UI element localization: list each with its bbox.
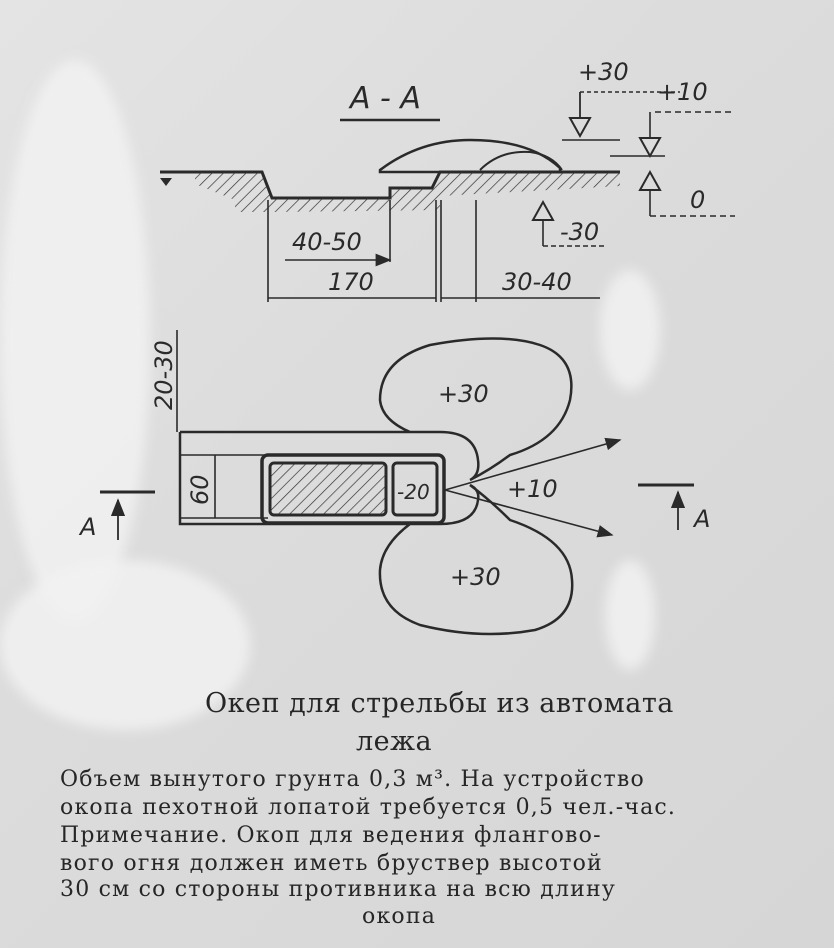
dim-30-40-label: 30-40 <box>502 268 572 296</box>
caption-note-line: Примечание. Окоп для ведения флангово- <box>60 823 602 848</box>
section-view: А - А 40-50 170 <box>160 58 735 302</box>
elev-plus10-triangle <box>638 137 662 159</box>
elev-minus30-label: -30 <box>560 218 599 246</box>
firing-sector-line <box>444 437 622 491</box>
trench-hatched-floor <box>268 461 388 517</box>
firing-sector-line <box>444 489 614 538</box>
elev-zero-label: 0 <box>690 186 705 214</box>
soil-hatch-left <box>195 172 272 212</box>
soil-hatch-bottom <box>272 172 440 212</box>
soil-hatch-right <box>440 172 620 196</box>
caption-title-line2: лежа <box>356 726 433 757</box>
pit-depth-label: -20 <box>397 480 430 504</box>
elev-plus30-label: +30 <box>578 58 629 86</box>
cut-label-right: А <box>692 505 710 533</box>
caption-note-line: вого огня должен иметь бруствер высотой <box>60 851 603 876</box>
caption-body-line: Объем вынутого грунта 0,3 м³. На устройс… <box>60 767 645 792</box>
parapet-inner <box>479 150 563 171</box>
lower-lobe-label: +30 <box>450 563 501 591</box>
section-title: А - А <box>348 81 421 116</box>
elev-zero-triangle <box>638 169 662 191</box>
elev-minus30-triangle <box>531 199 555 221</box>
parapet-mound <box>378 138 562 174</box>
dim-20-30-label: 20-30 <box>150 340 178 410</box>
paper-glare <box>600 270 660 390</box>
paper-glare <box>0 60 150 620</box>
upper-lobe-label: +30 <box>438 380 489 408</box>
trench-outline <box>260 453 446 525</box>
trench-pit <box>391 461 439 517</box>
firing-sector-label: +10 <box>507 475 558 503</box>
caption-note-line: окопа <box>362 904 437 929</box>
elev-plus10-label: +10 <box>657 78 708 106</box>
caption-body-line: окопа пехотной лопатой требуется 0,5 чел… <box>60 795 677 820</box>
caption-title-line1: Океп для стрельбы из автомата <box>205 688 674 719</box>
caption-note-line: 30 см со стороны противника на всю длину <box>60 877 617 902</box>
paper-glare <box>0 560 250 730</box>
paper-glare <box>605 560 655 670</box>
ground-marker <box>160 178 172 186</box>
cut-label-left: А <box>78 513 96 541</box>
elev-plus30-triangle <box>568 117 592 139</box>
dim-170-label: 170 <box>328 268 374 296</box>
plan-view: -20 +10 +30 +30 20-30 60 А А <box>78 330 710 636</box>
dim-60-label: 60 <box>186 474 214 505</box>
dim-40-50-label: 40-50 <box>292 228 362 256</box>
parapet-outline <box>178 337 574 636</box>
